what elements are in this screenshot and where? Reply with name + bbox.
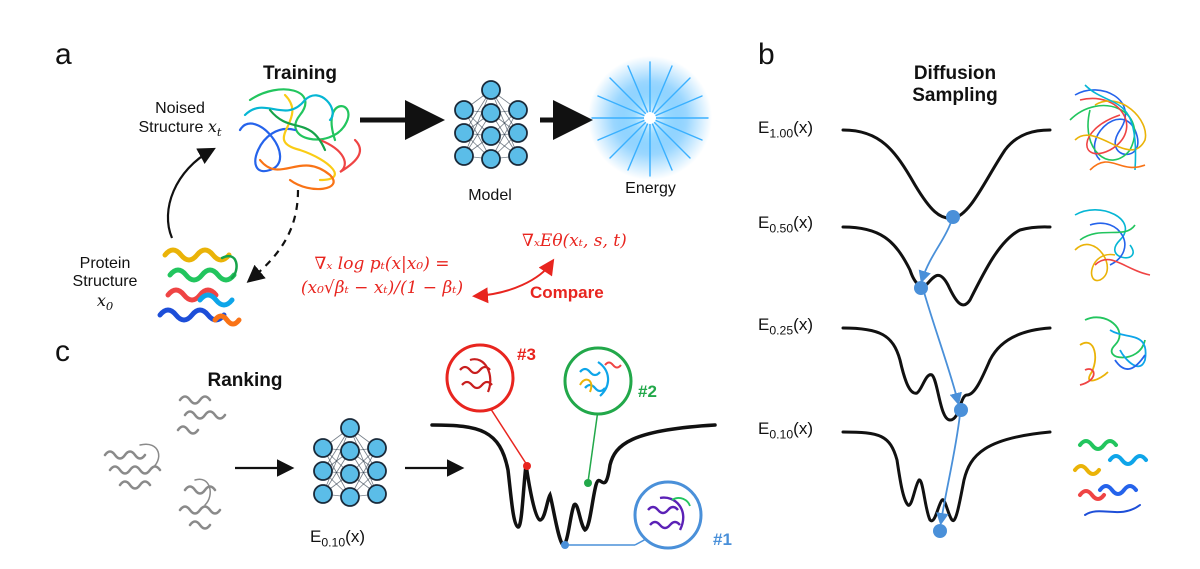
panel-label-a: a [55,38,72,71]
panel-label-b: b [758,38,775,71]
structure-thumb-e025 [1079,316,1147,386]
compare-arrow [472,258,555,304]
noised-structure-label: Noised Structure xt [138,100,222,140]
cycle-arrow-down-dashed [246,189,300,283]
sampling-points [914,210,968,538]
noised-structure-image [238,88,362,191]
rank2-callout [563,346,633,487]
compare-label: Compare [530,283,604,302]
ranking-model-label: E0.10(x) [310,527,365,550]
diffusion-sampling-title: Diffusion Sampling [912,63,998,106]
model-label: Model [468,187,512,204]
rank1-callout [561,480,703,550]
energy-level-label-2: E0.50(x) [758,213,813,236]
rank1-label: #1 [713,530,732,549]
energy-level-label-4: E0.10(x) [758,419,813,442]
score-formula: ∇ₓ log pₜ(x|x₀) = (x₀√βₜ − xₜ)/(1 − βₜ) [300,254,464,298]
structure-thumb-e010 [1073,439,1148,516]
protein-structure-image [157,247,242,327]
training-title: Training [263,63,337,84]
candidate-structures-image [103,395,227,530]
cycle-arrow-up [167,147,216,239]
ranking-title: Ranking [207,370,283,391]
energy-gradient-formula: ∇ₓEθ(xₜ, s, t) [522,231,627,251]
energy-level-label-1: E1.00(x) [758,118,813,141]
sampling-path [918,221,962,526]
energy-burst-icon [588,56,712,180]
structure-thumb-e050 [1074,209,1151,282]
energy-level-label-3: E0.25(x) [758,315,813,338]
energy-label: Energy [625,180,676,197]
protein-structure-label: Protein Structure x0 [72,255,138,313]
rank2-label: #2 [638,382,657,401]
rank3-callout [445,343,531,470]
ranking-model-network-icon [313,418,387,507]
structure-thumb-e100 [1069,84,1147,171]
rank3-label: #3 [517,345,536,364]
ranking-energy-curve [430,423,717,547]
energy-landscape-curves [841,128,1052,523]
panel-label-c: c [55,335,70,368]
model-network-icon [454,80,528,169]
